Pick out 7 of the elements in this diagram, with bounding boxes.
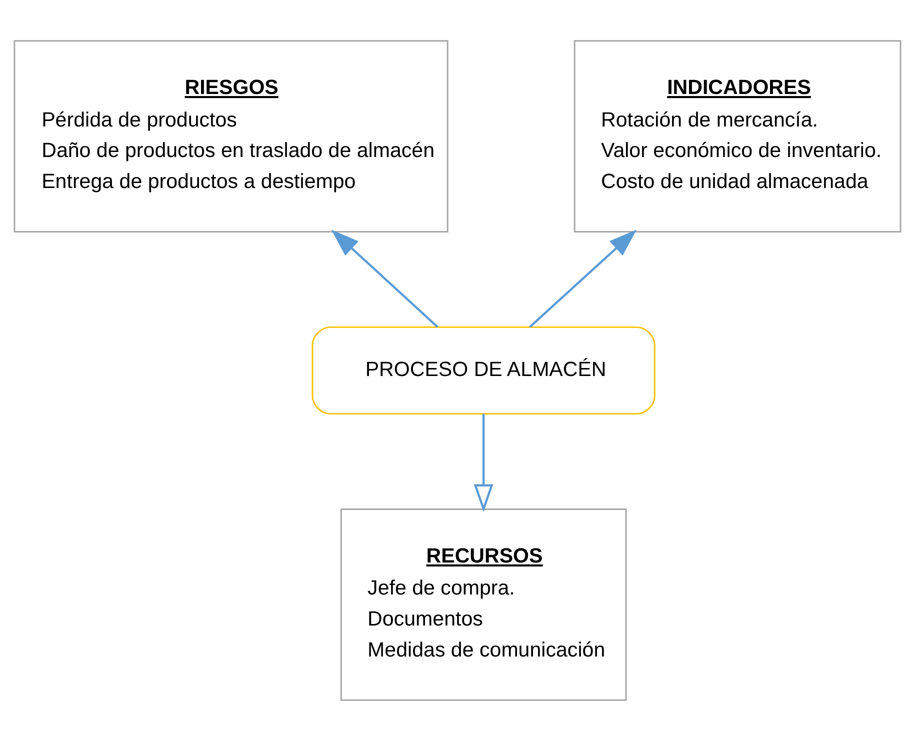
node-box: INDICADORES Rotación de mercancía. Valor económico de inventario. Costo de unidad almacenada	[574, 40, 902, 232]
arrow	[529, 229, 637, 328]
arrow	[331, 229, 438, 328]
node-box: RIESGOS Pérdida de productos Daño de productos en traslado de almacén Entrega de productos a destiempo	[14, 40, 448, 232]
node-box: PROCESO DE ALMACÉN	[312, 326, 656, 414]
node-box: RECURSOS Jefe de compra. Documentos Medidas de comunicación	[340, 508, 627, 700]
arrow	[474, 413, 494, 512]
